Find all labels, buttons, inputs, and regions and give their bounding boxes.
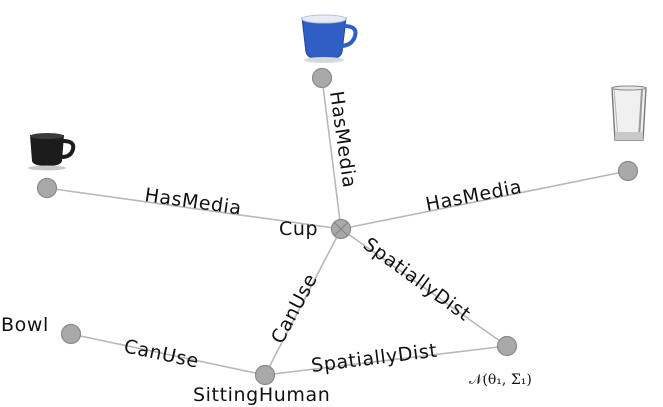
nodes xyxy=(36,67,639,386)
edge-label-can-use-bowl: CanUse xyxy=(122,335,201,372)
node-label-cup: Cup xyxy=(279,218,318,240)
edge-bowl-sitting-human xyxy=(70,333,266,376)
edge-label-has-media-right: HasMedia xyxy=(424,176,524,216)
node-label-distribution: 𝒩(θ₁, Σ₁) xyxy=(469,372,532,388)
edge-label-spatially-dist-human: SpatiallyDist xyxy=(310,340,439,377)
edge-human-distribution xyxy=(264,345,508,376)
edge-label-has-media-left: HasMedia xyxy=(143,184,243,219)
edge-cup-left-media xyxy=(46,187,342,230)
node-label-sitting-human: SittingHuman xyxy=(193,384,330,406)
glass-tumbler-image xyxy=(611,85,647,141)
edge-cup-right-media xyxy=(340,170,629,230)
edge-cup-sitting-human xyxy=(264,228,342,376)
blue-cup-image xyxy=(301,14,358,63)
bowl-node xyxy=(60,323,82,345)
edge-label-spatially-dist-cup: SpatiallyDist xyxy=(359,233,475,325)
black-mug-image xyxy=(28,133,76,171)
edge-cup-top-media xyxy=(321,77,342,230)
node-labels: Cup Bowl SittingHuman 𝒩(θ₁, Σ₁) xyxy=(1,218,532,406)
media-node-right xyxy=(617,160,639,182)
edges xyxy=(46,77,629,376)
distribution-node xyxy=(496,335,518,357)
media-node-left xyxy=(36,177,58,199)
edge-cup-distribution xyxy=(340,228,508,347)
media-node-top xyxy=(311,67,333,89)
node-label-bowl: Bowl xyxy=(1,314,49,336)
edge-labels: HasMedia HasMedia HasMedia CanUse CanUse… xyxy=(122,90,524,377)
sitting-human-node xyxy=(254,364,276,386)
edge-label-can-use-cup: CanUse xyxy=(267,270,322,347)
cup-node-cross-2 xyxy=(333,221,349,237)
